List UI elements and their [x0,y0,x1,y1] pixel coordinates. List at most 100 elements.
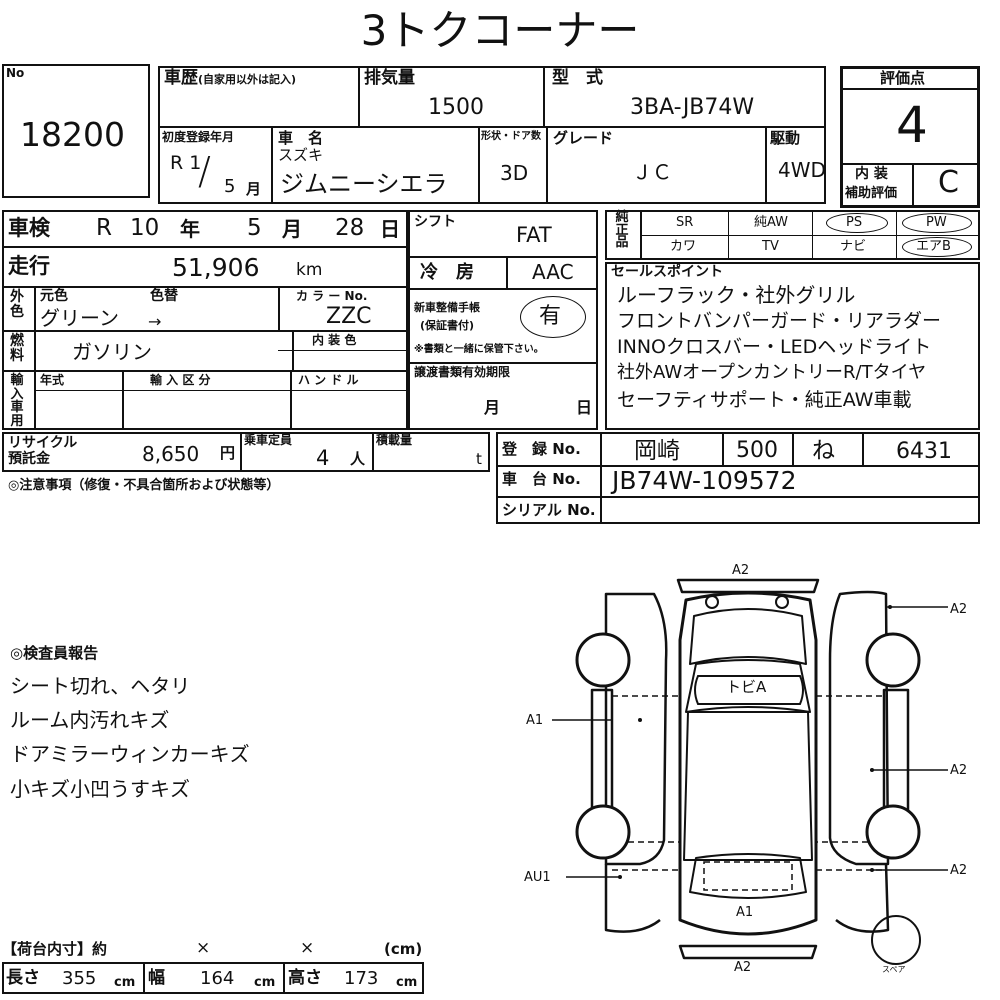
cargo-height-unit: cm [396,975,418,990]
model-label: 型 式 [552,68,603,88]
registration-number: 6431 [896,439,952,464]
spare-tire-label: スペア [882,965,906,974]
recycle-label-2: 預託金 [8,451,50,467]
shift-label: シフト [414,214,456,230]
doors-value: 3D [500,161,529,185]
original-color-label: 元色 [40,288,68,304]
cargo-x2: × [300,938,315,958]
capacity-value: 4 [316,446,330,470]
inspector-line: ドアミラーウィンカーキズ [10,742,250,766]
sales-points-block [605,262,980,430]
repaint-label: 色替 [150,288,178,304]
registration-label: 登 録 No. [502,440,581,458]
equip-tv: TV [762,239,779,254]
damage-label-right-rear: A2 [950,863,968,878]
sales-point-line: セーフティサポート・純正AW車載 [617,389,912,411]
color-code-value: ZZC [326,304,372,329]
equip-sr: SR [676,215,694,230]
car-name-value: ジムニーシエラ [280,170,448,198]
sales-point-line: フロントバンパーガード・リアラダー [617,310,941,332]
equip-ps: PS [846,215,863,230]
inspection-era: R [96,215,112,241]
transfer-day-unit: 日 [576,398,593,417]
lot-box [2,64,150,198]
inspection-year-unit: 年 [180,217,200,241]
inspection-year: 10 [130,215,160,241]
cargo-label: 【荷台内寸】約 [2,940,108,958]
chassis-label: 車 台 No. [502,470,581,488]
sales-point-line: ルーフラック・社外グリル [617,283,856,307]
ac-label: 冷 房 [420,262,474,283]
cargo-length-unit: cm [114,975,136,990]
equip-navi: ナビ [840,239,867,254]
top-info-block [158,66,826,204]
equipment-label: 純正品 [615,210,629,251]
damage-label-front: A2 [732,563,750,578]
first-reg-month: 5 [224,176,236,197]
damage-label-left-door: A1 [526,713,544,728]
equip-pw-oval [902,213,972,233]
cargo-height-label: 高さ [288,968,322,988]
inspector-label: ◎検査員報告 [10,644,99,662]
interior-label-2: 補助評価 [845,186,898,201]
inspector-line: 小キズ小凹うすキズ [10,777,190,801]
import-label: 輸入車用 [10,373,24,429]
equip-airbag: エアB [916,239,951,254]
lot-number: 18200 [20,115,125,154]
sales-point-line: 社外AWオープンカントリーR/Tタイヤ [617,362,927,383]
lot-no-label: No [6,66,25,80]
fuel-value: ガソリン [72,340,152,364]
handle-label: ハ ン ド ル [298,373,359,387]
serial-label: シリアル No. [502,501,596,519]
equip-alloy-wheel: 純AW [754,215,789,230]
registration-kana: ね [812,438,835,464]
interior-label-1: 内 装 [855,166,888,182]
original-color-value: グリーン [40,306,119,330]
ac-value: AAC [532,260,574,284]
drive-label: 駆動 [770,129,801,147]
displacement-label: 排気量 [364,68,415,88]
car-name-label: 車 名 [278,129,324,147]
mileage-value: 51,906 [172,253,260,282]
recycle-block [2,432,490,472]
interior-color-label: 内 装 色 [312,333,357,347]
warranty-value: 有 [539,304,562,329]
chassis-value: JB74W-109572 [612,466,797,495]
rating-label: 評価点 [880,69,926,87]
inspection-day: 28 [335,215,365,241]
cargo-unit-header: (cm) [384,940,423,958]
first-reg-slash: / [198,149,211,193]
model-value: 3BA-JB74W [630,95,755,120]
shift-block [408,210,598,430]
inspection-month-unit: 月 [282,217,302,241]
color-code-label: カ ラ ー No. [296,289,368,303]
import-year-label: 年式 [40,373,65,387]
shift-value: FAT [516,223,552,247]
cargo-x1: × [196,938,211,958]
recycle-unit: 円 [220,444,236,462]
equip-pw: PW [926,215,947,230]
registration-place: 岡崎 [634,438,680,464]
cargo-dimensions [2,962,424,994]
first-reg-month-unit: 月 [246,180,262,198]
damage-label-right-door: A2 [950,763,968,778]
import-class-label: 輸 入 区 分 [150,373,211,387]
drive-value: 4WD [778,158,826,182]
warranty-oval [520,296,586,338]
sales-point-line: INNOクロスバー・LEDヘッドライト [617,336,932,358]
damage-label-rear-inner: A1 [736,905,754,920]
grade-value: ＪＣ [632,160,672,184]
capacity-unit: 人 [350,450,366,468]
color-arrow: → [148,312,162,331]
first-reg-label: 初度登録年月 [162,130,235,144]
load-label: 積載量 [376,433,413,447]
mileage-label: 走行 [8,254,50,278]
fuel-label: 燃料 [10,333,24,364]
rating-value: 4 [896,96,928,154]
first-reg-era: R 1 [170,152,202,174]
cargo-width-unit: cm [254,975,276,990]
transfer-month-unit: 月 [484,398,501,417]
transfer-label: 譲渡書類有効期限 [414,365,511,379]
sales-points-label: セールスポイント [611,264,723,280]
